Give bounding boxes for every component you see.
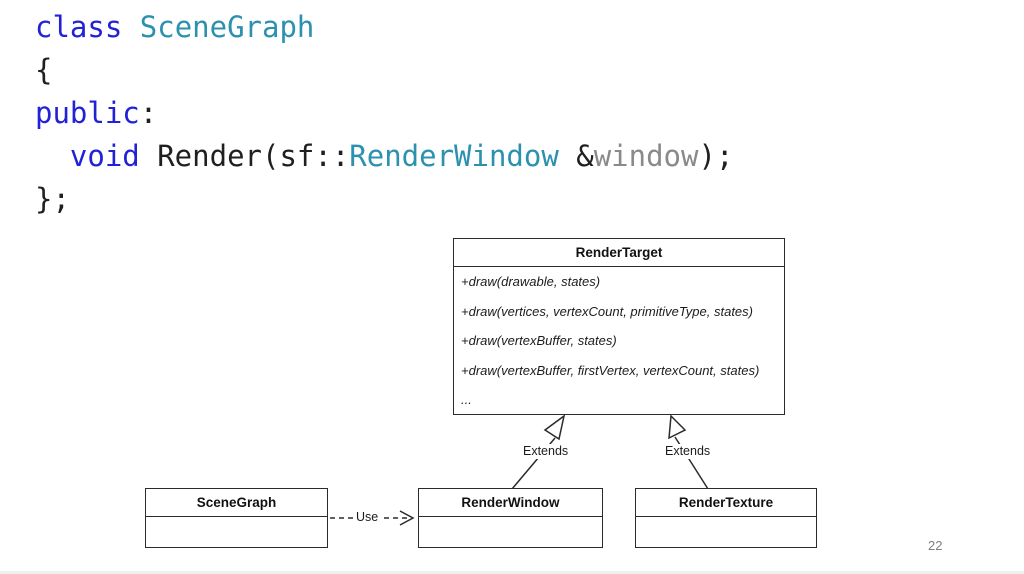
extends-label-left: Extends	[521, 444, 571, 459]
code-ampersand: &	[558, 139, 594, 173]
uml-method-ellipsis: ...	[461, 392, 472, 408]
uml-method: +draw(vertices, vertexCount, primitiveTy…	[461, 303, 753, 319]
code-line-3: public:	[35, 92, 733, 135]
uml-class-scenegraph: SceneGraph	[145, 488, 328, 548]
code-param-window: window	[593, 139, 699, 173]
use-arrowhead-icon	[399, 510, 415, 526]
code-line-5: };	[35, 178, 733, 221]
code-type-renderwindow: RenderWindow	[349, 139, 559, 173]
uml-class-title: RenderWindow	[419, 489, 602, 517]
use-label: Use	[354, 510, 381, 525]
page-number: 22	[928, 538, 943, 553]
code-keyword-public: public	[35, 96, 140, 130]
uml-class-title: SceneGraph	[146, 489, 327, 517]
uml-empty-compartment	[636, 517, 816, 546]
code-type-scenegraph: SceneGraph	[139, 10, 315, 44]
extends-label-right: Extends	[663, 444, 713, 459]
extends-triangle-icon-right	[668, 414, 687, 440]
uml-method: +draw(drawable, states)	[461, 274, 601, 290]
code-line-1: class SceneGraph	[35, 6, 733, 49]
uml-method-list: +draw(drawable, states) +draw(vertices, …	[454, 267, 784, 415]
uml-method: +draw(vertexBuffer, firstVertex, vertexC…	[461, 362, 760, 378]
code-close-paren: );	[698, 139, 734, 173]
extends-triangle-icon-left	[543, 414, 566, 441]
code-keyword-class: class	[35, 10, 123, 44]
uml-class-renderwindow: RenderWindow	[418, 488, 603, 548]
code-render-call: Render(sf::	[139, 139, 350, 173]
uml-empty-compartment	[419, 517, 602, 546]
code-snippet: class SceneGraph { public: void Render(s…	[35, 6, 733, 221]
code-open-brace: {	[35, 53, 53, 87]
uml-class-rendertarget: RenderTarget +draw(drawable, states) +dr…	[453, 238, 785, 415]
code-colon: :	[139, 96, 158, 130]
code-line-4: void Render(sf::RenderWindow &window);	[35, 135, 733, 178]
slide-bottom-edge	[0, 571, 1024, 574]
uml-class-rendertexture: RenderTexture	[635, 488, 817, 548]
uml-class-title: RenderTarget	[454, 239, 784, 267]
uml-method: +draw(vertexBuffer, states)	[461, 333, 617, 349]
uml-class-title: RenderTexture	[636, 489, 816, 517]
code-line-2: {	[35, 49, 733, 92]
code-keyword-void: void	[69, 139, 140, 173]
code-close-brace: };	[35, 182, 70, 216]
uml-empty-compartment	[146, 517, 327, 546]
